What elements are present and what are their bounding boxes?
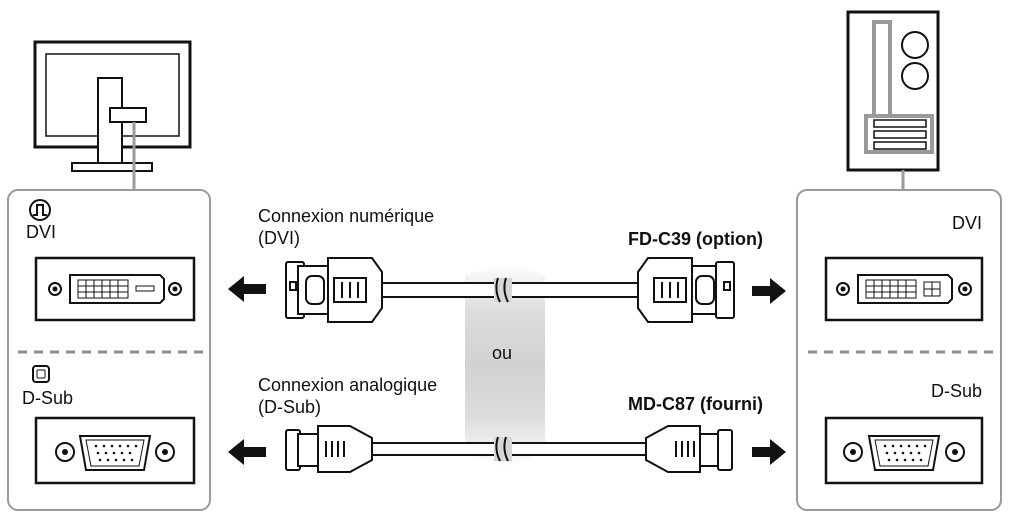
dvi-symbol-icon (29, 199, 51, 221)
left-panel (7, 189, 211, 511)
right-dvi-label: DVI (951, 213, 982, 233)
analog-title-line1: Connexion analogique (258, 375, 438, 395)
left-dsub-label: D-Sub (22, 388, 74, 408)
right-dsub-port (824, 416, 984, 485)
dsub-cable (285, 425, 733, 473)
analog-cable-name: MD-C87 (fourni) (628, 394, 763, 414)
separator-text: ou (492, 343, 513, 363)
digital-title-line1: Connexion numérique (258, 206, 435, 226)
right-dvi-port (824, 256, 984, 322)
dvi-connector-right (637, 257, 735, 323)
left-dvi-label: DVI (26, 222, 57, 242)
digital-title-line2: (DVI) (258, 228, 300, 248)
digital-cable-name: FD-C39 (option) (628, 229, 763, 249)
dsub-symbol-icon (32, 365, 50, 383)
dvi-cable (285, 257, 735, 323)
left-dsub-port (34, 416, 196, 485)
pc-tower-icon (846, 10, 940, 190)
arrow-left-icon (228, 439, 266, 465)
arrow-right-icon (752, 439, 786, 465)
monitor-icon (33, 40, 192, 190)
right-panel (796, 189, 1002, 511)
left-dvi-port (34, 256, 196, 322)
dsub-connector-left (285, 425, 373, 473)
arrow-right-icon (752, 278, 786, 304)
dvi-connector-left (285, 257, 383, 323)
analog-title-line2: (D-Sub) (258, 397, 322, 417)
dsub-connector-right (645, 425, 733, 473)
separator-band (465, 262, 545, 468)
arrow-left-icon (228, 276, 266, 302)
right-dsub-label: D-Sub (930, 381, 982, 401)
